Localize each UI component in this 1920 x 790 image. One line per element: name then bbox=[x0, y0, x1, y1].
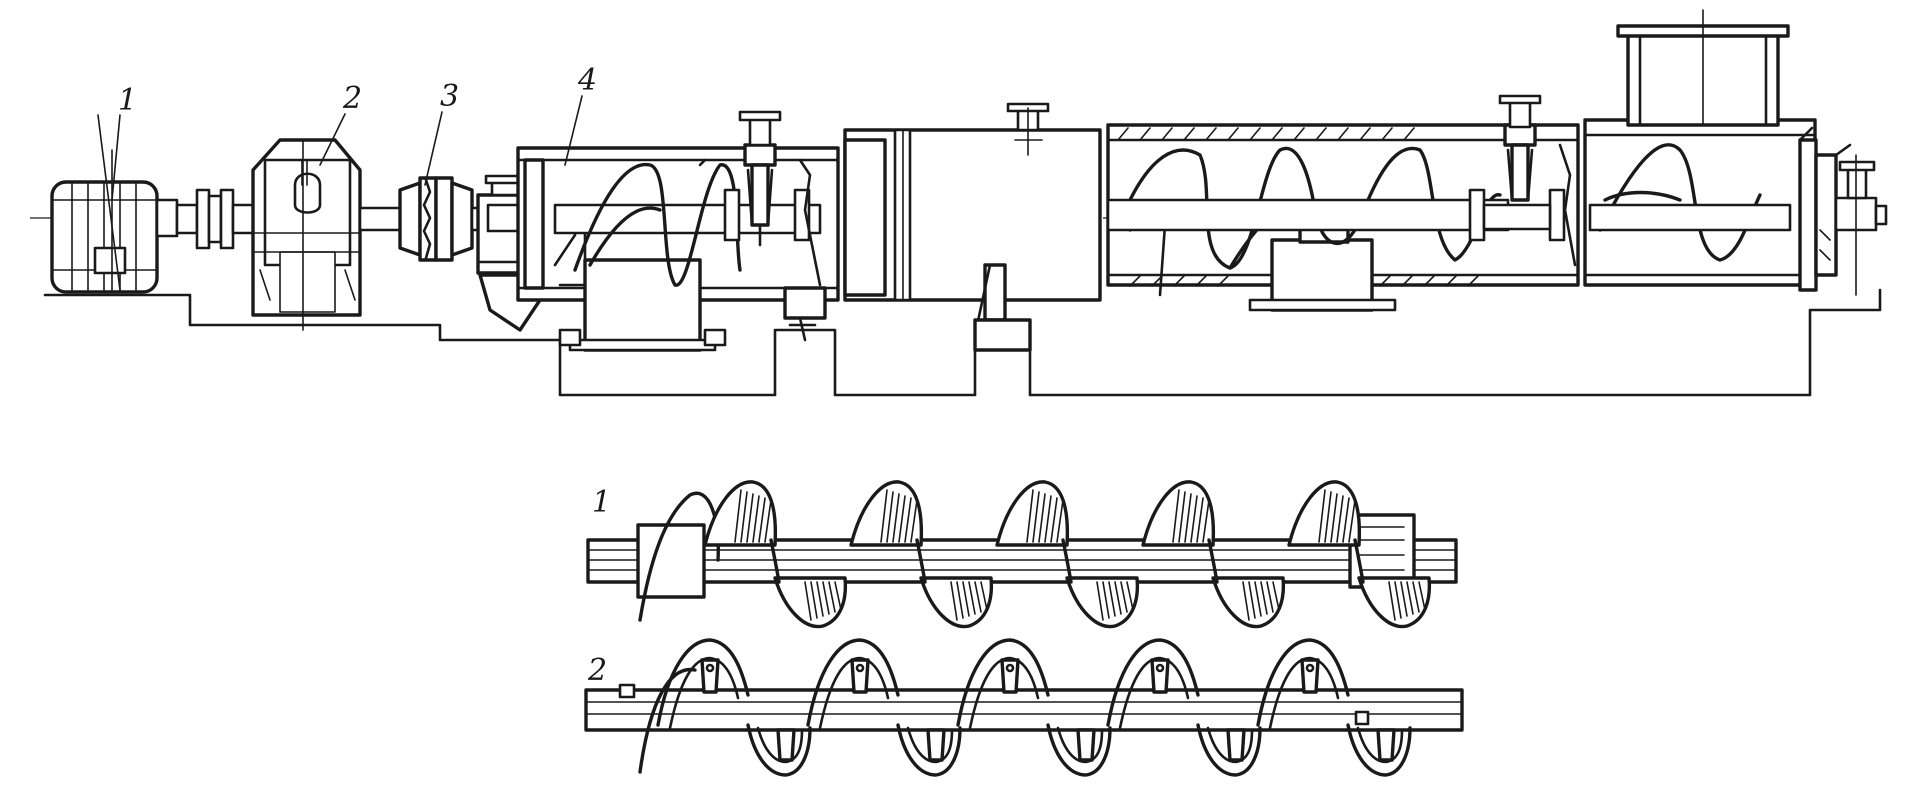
motor-coupling bbox=[175, 188, 255, 250]
ribbon-flight-screw: 2 bbox=[584, 638, 1464, 777]
solid-flight-turn bbox=[849, 480, 994, 629]
screw-label-2: 2 bbox=[587, 653, 607, 688]
callout-label-3: 3 bbox=[440, 79, 459, 114]
callout-label-4: 4 bbox=[577, 63, 597, 98]
conveyor-assembly: 1 2 3 4 bbox=[30, 9, 1888, 397]
callout-gearbox: 2 bbox=[319, 81, 362, 166]
ribbon-flight-turn bbox=[1256, 638, 1412, 777]
solid-flight-screw: 1 bbox=[586, 480, 1458, 629]
solid-flight-turn bbox=[995, 480, 1140, 629]
solid-flight-turn bbox=[703, 480, 848, 629]
callout-coupling: 3 bbox=[424, 79, 459, 186]
elastic-coupling bbox=[398, 176, 490, 262]
callout-motor: 1 bbox=[111, 83, 137, 201]
callout-trough: 4 bbox=[564, 63, 597, 166]
solid-flight-turn bbox=[1141, 480, 1286, 629]
solid-flight-turn bbox=[1287, 480, 1432, 629]
trough-section-3 bbox=[1583, 9, 1888, 296]
ribbon-flight-turn bbox=[956, 638, 1112, 777]
trough-section-2 bbox=[1106, 94, 1580, 312]
gearbox-output-shaft bbox=[358, 206, 402, 232]
solid-screw-left-hub bbox=[636, 523, 706, 599]
solid-screw-shaft bbox=[586, 538, 1458, 584]
gearbox bbox=[251, 138, 362, 331]
electric-motor bbox=[50, 114, 179, 294]
callout-label-2: 2 bbox=[342, 81, 362, 116]
ribbon-flight-turn bbox=[806, 638, 962, 777]
ribbon-flight-turn bbox=[1106, 638, 1262, 777]
ribbon-flight-turn bbox=[656, 638, 812, 777]
screw-label-1: 1 bbox=[592, 485, 611, 520]
ribbon-screw-shaft bbox=[584, 688, 1464, 732]
callout-label-1: 1 bbox=[118, 83, 137, 118]
trough-section-1 bbox=[516, 110, 840, 352]
trough-middle-section bbox=[783, 102, 1102, 352]
foundation-outline bbox=[43, 288, 1882, 397]
